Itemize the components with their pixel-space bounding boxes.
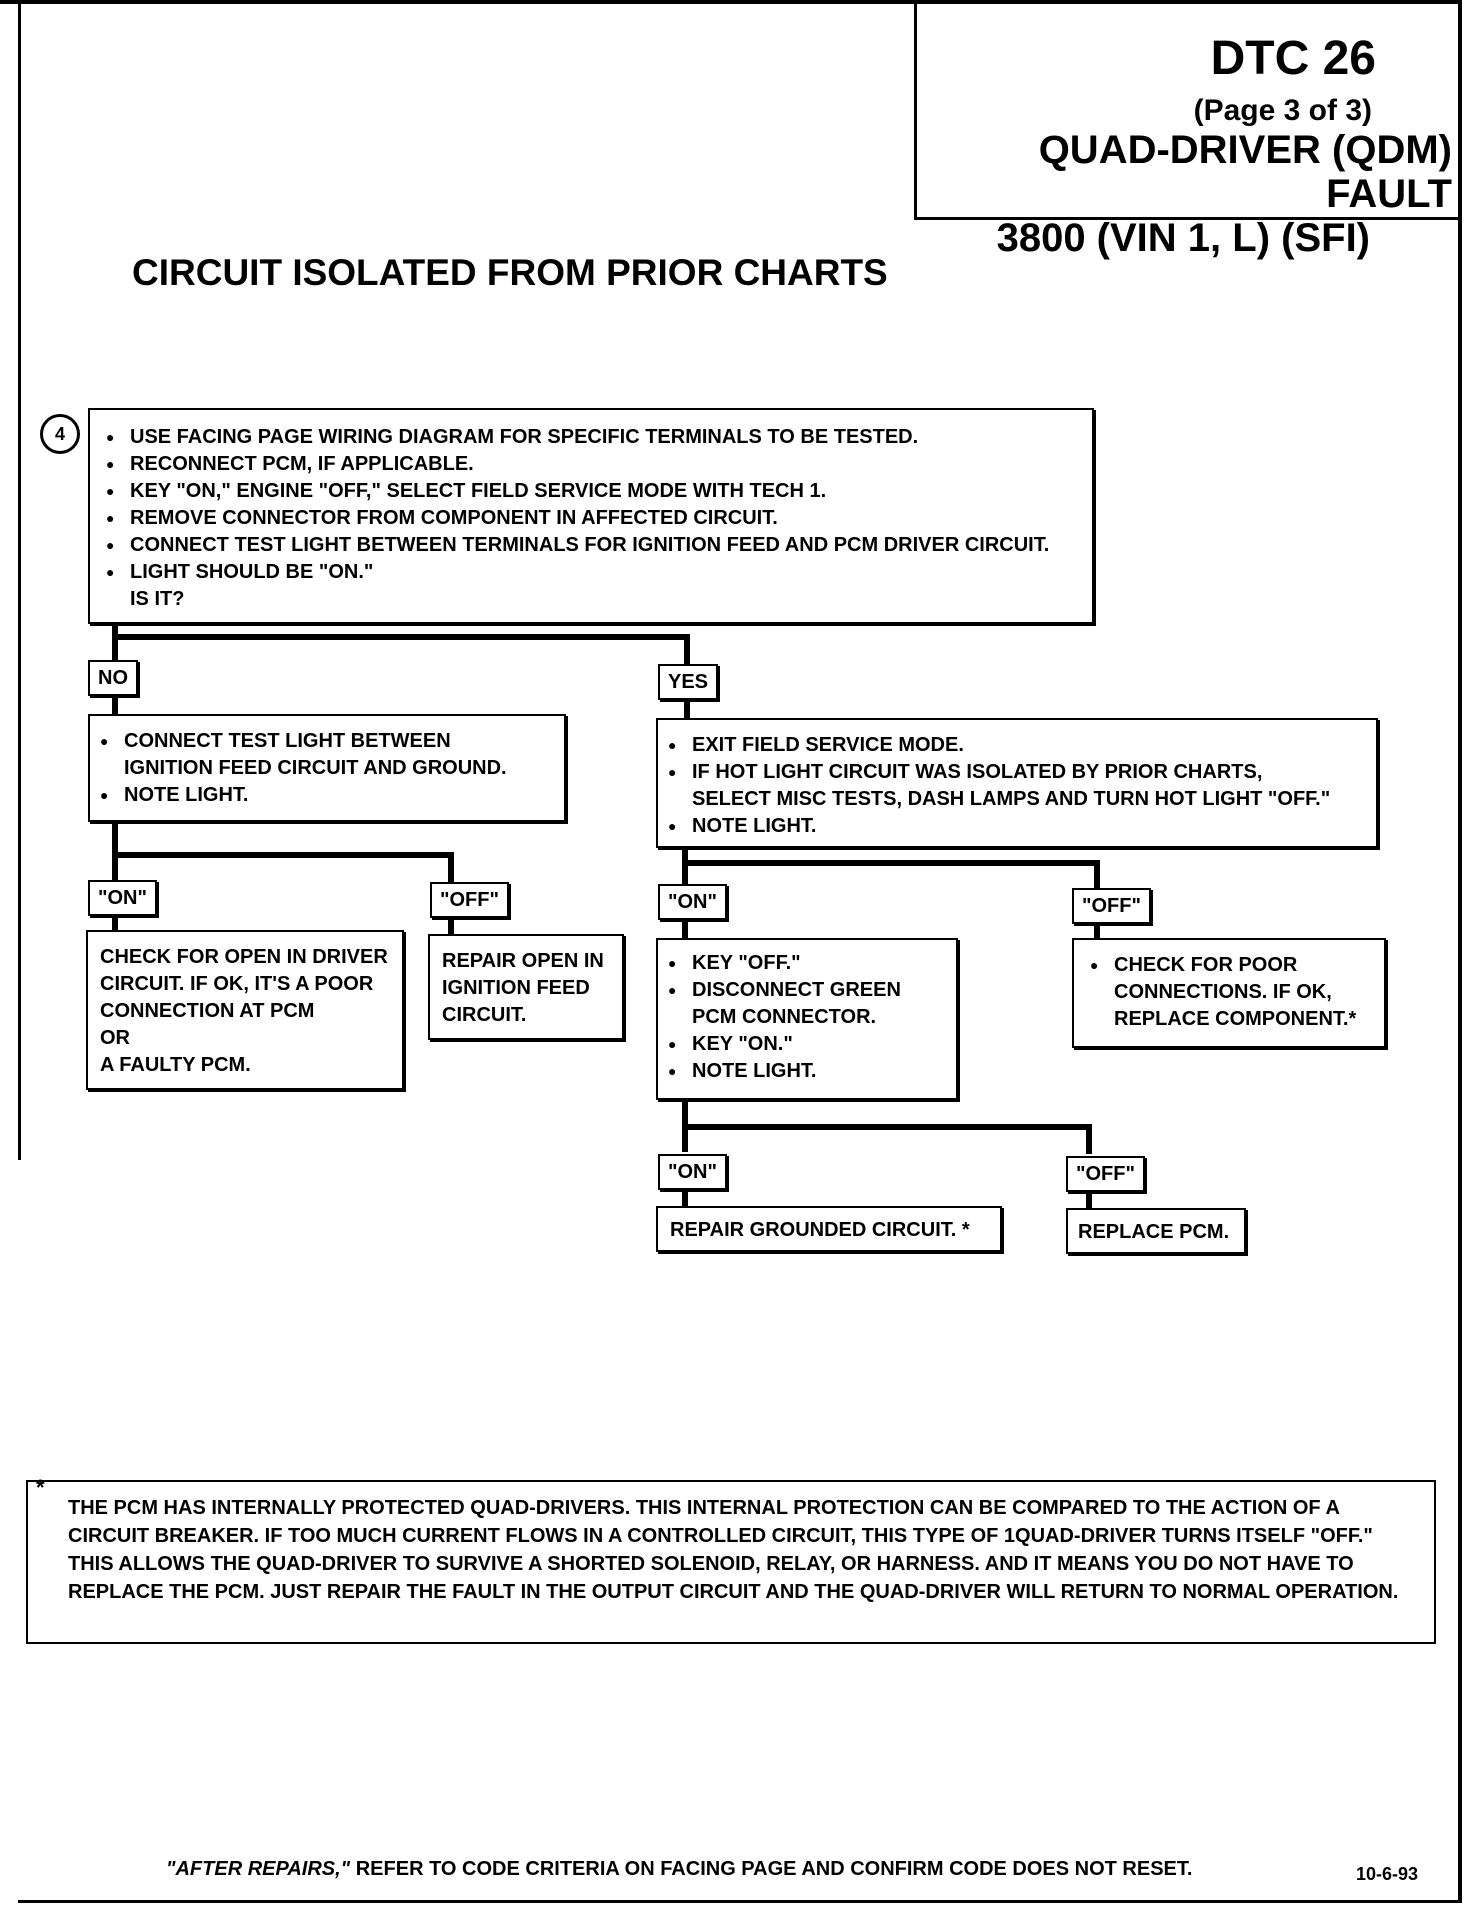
yes-on-step-box: KEY "OFF." DISCONNECT GREEN PCM CONNECTO…	[656, 938, 958, 1100]
connector-line	[1094, 860, 1100, 890]
step4-item: LIGHT SHOULD BE "ON."	[96, 559, 1086, 586]
result-line: OR	[100, 1027, 130, 1049]
yes-on-step-item: KEY "OFF."	[658, 950, 950, 977]
no-branch-item: NOTE LIGHT.	[90, 782, 558, 809]
yes-branch-item: EXIT FIELD SERVICE MODE.	[658, 732, 1370, 759]
connector-line	[684, 700, 690, 720]
yes-off-label: "OFF"	[1072, 888, 1151, 924]
connector-line	[684, 634, 690, 664]
yes-label: YES	[658, 664, 719, 700]
result-line: REPLACE PCM.	[1078, 1221, 1230, 1243]
footer-instruction: "AFTER REPAIRS," REFER TO CODE CRITERIA …	[166, 1858, 1192, 1881]
yes-off-result-item-cont: REPLACE COMPONENT.*	[1114, 1008, 1357, 1030]
connector-line	[682, 920, 688, 940]
connector-line	[112, 624, 118, 662]
connector-line	[448, 918, 454, 934]
connector-line	[448, 852, 454, 884]
dtc-code: DTC 26	[1210, 32, 1376, 85]
step4-item: RECONNECT PCM, IF APPLICABLE.	[96, 451, 1086, 478]
result-line: CONNECTION AT PCM	[100, 1000, 315, 1022]
step4-question: IS IT?	[130, 588, 185, 610]
connector-line	[1086, 1124, 1092, 1154]
result-line: CIRCUIT. IF OK, IT'S A POOR	[100, 973, 374, 995]
engine-spec: 3800 (VIN 1, L) (SFI)	[996, 216, 1370, 260]
no-on-result-box: CHECK FOR OPEN IN DRIVER CIRCUIT. IF OK,…	[86, 930, 404, 1090]
yes-off-result-box: CHECK FOR POOR CONNECTIONS. IF OK, REPLA…	[1072, 938, 1386, 1048]
no-label: NO	[88, 660, 138, 696]
yes-on-step-item: DISCONNECT GREEN	[658, 977, 950, 1004]
yes-branch-item-cont: SELECT MISC TESTS, DASH LAMPS AND TURN H…	[692, 788, 1331, 810]
frame-bottom-edge	[18, 1900, 1462, 1903]
final-on-label: "ON"	[658, 1154, 727, 1190]
connector-line	[682, 860, 1100, 866]
frame-left-edge	[18, 0, 21, 1160]
no-branch-box: CONNECT TEST LIGHT BETWEEN IGNITION FEED…	[88, 714, 566, 822]
fault-name: QUAD-DRIVER (QDM) FAULT	[1038, 128, 1452, 216]
connector-line	[112, 852, 454, 858]
note-asterisk: *	[36, 1475, 45, 1500]
connector-line	[112, 696, 118, 716]
connector-line	[112, 916, 118, 932]
connector-line	[1086, 1190, 1092, 1210]
yes-branch-item: NOTE LIGHT.	[658, 813, 1370, 840]
final-off-result-box: REPLACE PCM.	[1066, 1208, 1246, 1254]
no-branch-item: CONNECT TEST LIGHT BETWEEN	[90, 728, 558, 755]
note-text: THE PCM HAS INTERNALLY PROTECTED QUAD-DR…	[68, 1497, 1399, 1603]
connector-line	[1094, 922, 1100, 940]
result-line: CIRCUIT.	[442, 1004, 527, 1026]
footer-rest: REFER TO CODE CRITERIA ON FACING PAGE AN…	[350, 1858, 1193, 1880]
yes-off-result-item: CHECK FOR POOR	[1080, 952, 1378, 979]
no-branch-item-cont: IGNITION FEED CIRCUIT AND GROUND.	[124, 757, 507, 779]
step4-box: USE FACING PAGE WIRING DIAGRAM FOR SPECI…	[88, 408, 1094, 624]
yes-on-step-item: NOTE LIGHT.	[658, 1058, 950, 1085]
step4-item: CONNECT TEST LIGHT BETWEEN TERMINALS FOR…	[96, 532, 1086, 559]
step4-item: REMOVE CONNECTOR FROM COMPONENT IN AFFEC…	[96, 505, 1086, 532]
footer-italic: "AFTER REPAIRS,"	[166, 1858, 351, 1880]
step4-item: USE FACING PAGE WIRING DIAGRAM FOR SPECI…	[96, 424, 1086, 451]
final-off-label: "OFF"	[1066, 1156, 1145, 1192]
step-number-badge: 4	[40, 414, 80, 454]
connector-line	[682, 1188, 688, 1208]
result-line: CHECK FOR OPEN IN DRIVER	[100, 946, 388, 968]
yes-branch-box: EXIT FIELD SERVICE MODE. IF HOT LIGHT CI…	[656, 718, 1378, 848]
final-on-result-box: REPAIR GROUNDED CIRCUIT. *	[656, 1206, 1002, 1252]
quad-driver-note: * THE PCM HAS INTERNALLY PROTECTED QUAD-…	[26, 1475, 1436, 1644]
connector-line	[112, 634, 690, 640]
no-on-label: "ON"	[88, 880, 157, 916]
revision-date: 10-6-93	[1356, 1864, 1419, 1884]
no-off-result-box: REPAIR OPEN IN IGNITION FEED CIRCUIT.	[428, 934, 624, 1040]
result-line: REPAIR OPEN IN	[442, 950, 604, 972]
step4-item: KEY "ON," ENGINE "OFF," SELECT FIELD SER…	[96, 478, 1086, 505]
yes-on-step-item: KEY "ON."	[658, 1031, 950, 1058]
page-title: CIRCUIT ISOLATED FROM PRIOR CHARTS	[132, 252, 888, 293]
page-indicator: (Page 3 of 3)	[1193, 94, 1372, 127]
yes-off-result-item-cont: CONNECTIONS. IF OK,	[1114, 981, 1332, 1003]
result-line: IGNITION FEED	[442, 977, 590, 999]
title-block: DTC 26 (Page 3 of 3) QUAD-DRIVER (QDM) F…	[914, 4, 1462, 260]
result-line: REPAIR GROUNDED CIRCUIT. *	[670, 1219, 970, 1241]
connector-line	[682, 1124, 1092, 1130]
connector-line	[682, 848, 688, 886]
yes-branch-item: IF HOT LIGHT CIRCUIT WAS ISOLATED BY PRI…	[658, 759, 1370, 786]
yes-on-step-item-cont: PCM CONNECTOR.	[692, 1006, 877, 1028]
no-off-label: "OFF"	[430, 882, 509, 918]
yes-on-label: "ON"	[658, 884, 727, 920]
result-line: A FAULTY PCM.	[100, 1054, 251, 1076]
